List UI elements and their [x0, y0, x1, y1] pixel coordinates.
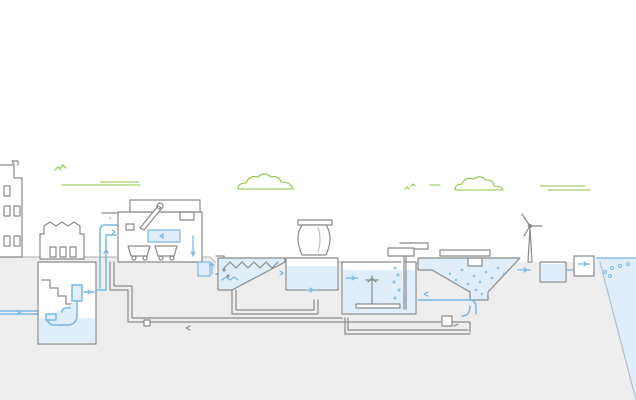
mixer-icon — [365, 275, 379, 307]
arrow-icon — [190, 251, 196, 256]
screen-conveyor — [125, 202, 164, 231]
arrow-icon — [351, 275, 356, 281]
wind-lines — [61, 181, 591, 191]
cloud-icon — [454, 176, 504, 191]
bird-icon — [54, 164, 67, 171]
secondary-clarifier — [417, 249, 521, 317]
sky — [54, 164, 591, 191]
arrow-icon — [159, 233, 164, 239]
arrow-icon — [279, 270, 284, 276]
tertiary-treatment — [517, 261, 575, 283]
riser-pipe — [95, 217, 118, 291]
return-pipes — [109, 261, 471, 335]
receiving-water — [595, 257, 636, 400]
primary-sedimentation — [217, 257, 319, 315]
arrow-icon — [185, 325, 191, 331]
outfall — [573, 255, 595, 277]
screening — [101, 199, 203, 263]
arrow-icon — [523, 267, 528, 273]
arrow-icon — [103, 249, 109, 254]
arrow-icon — [423, 291, 429, 297]
arrow-icon — [309, 287, 314, 293]
arrow-icon — [583, 261, 588, 267]
sewer-inflow — [0, 309, 41, 316]
wind-turbine-icon — [521, 213, 543, 263]
arrow-icon — [111, 229, 116, 235]
arrow-icon — [87, 289, 92, 295]
pump-icon — [45, 284, 83, 326]
house — [0, 160, 23, 258]
inlet-pumping-station — [37, 221, 97, 345]
cloud-icon — [237, 173, 294, 190]
arrow-icon — [16, 309, 21, 316]
arrow-icon — [209, 262, 215, 275]
flow-arrows — [111, 229, 284, 276]
aeration-tank — [341, 242, 429, 315]
bird-icon — [404, 183, 441, 190]
digester-tank — [285, 219, 339, 293]
